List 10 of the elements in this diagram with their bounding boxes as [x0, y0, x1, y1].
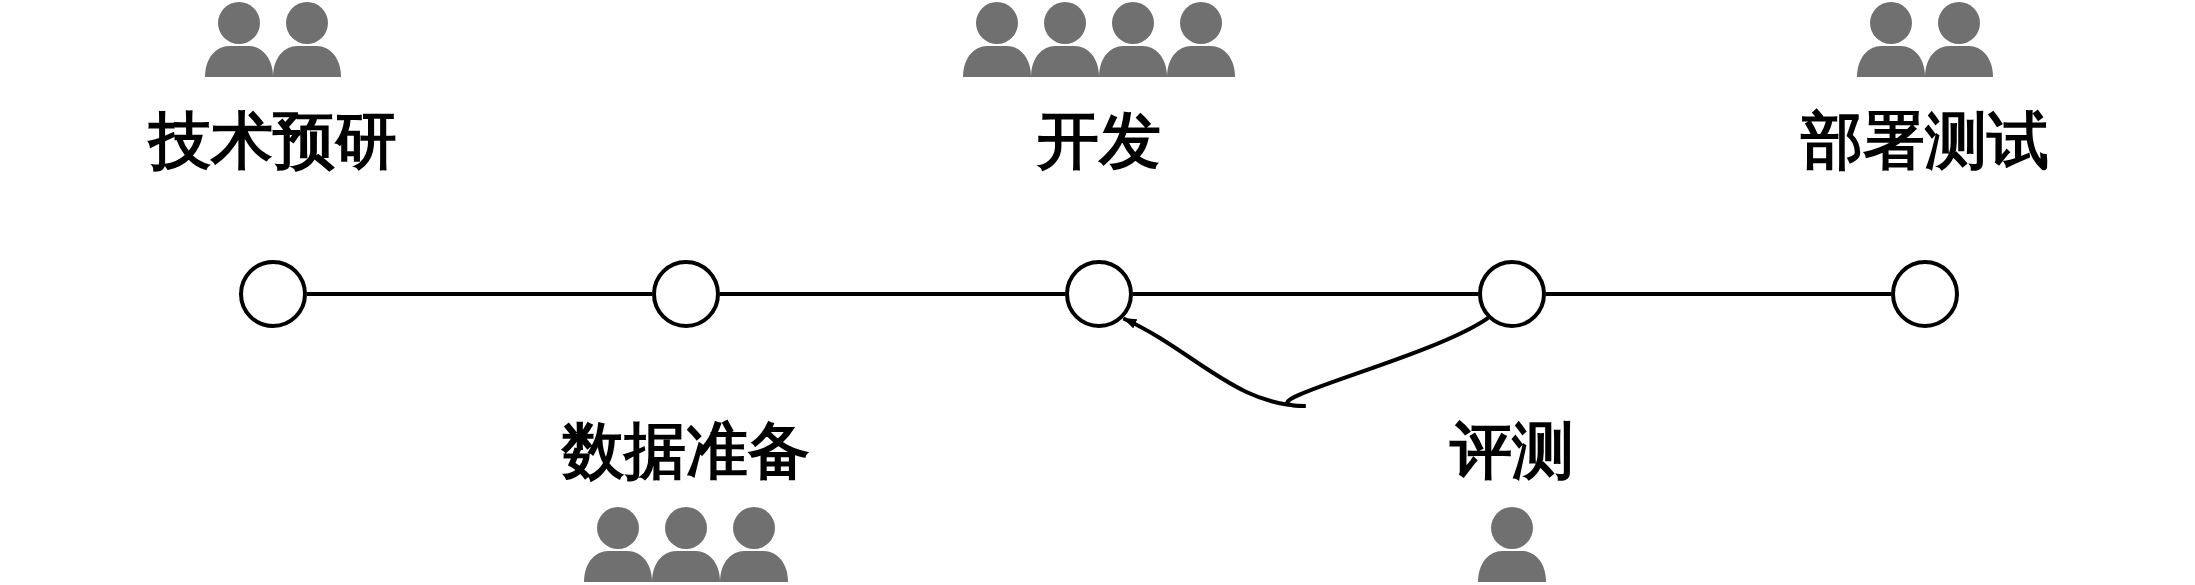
timeline-line [1546, 292, 1891, 296]
stage-label: 部署测试 [1801, 110, 2049, 172]
timeline-line [307, 292, 652, 296]
stage-label: 评测 [1450, 420, 1574, 482]
stage-label: 技术预研 [149, 110, 397, 172]
timeline-line [720, 292, 1065, 296]
curved-arrow [1122, 316, 1490, 408]
timeline-line [1133, 292, 1478, 296]
stage-label: 开发 [1037, 110, 1161, 172]
stage-label: 数据准备 [562, 420, 810, 482]
